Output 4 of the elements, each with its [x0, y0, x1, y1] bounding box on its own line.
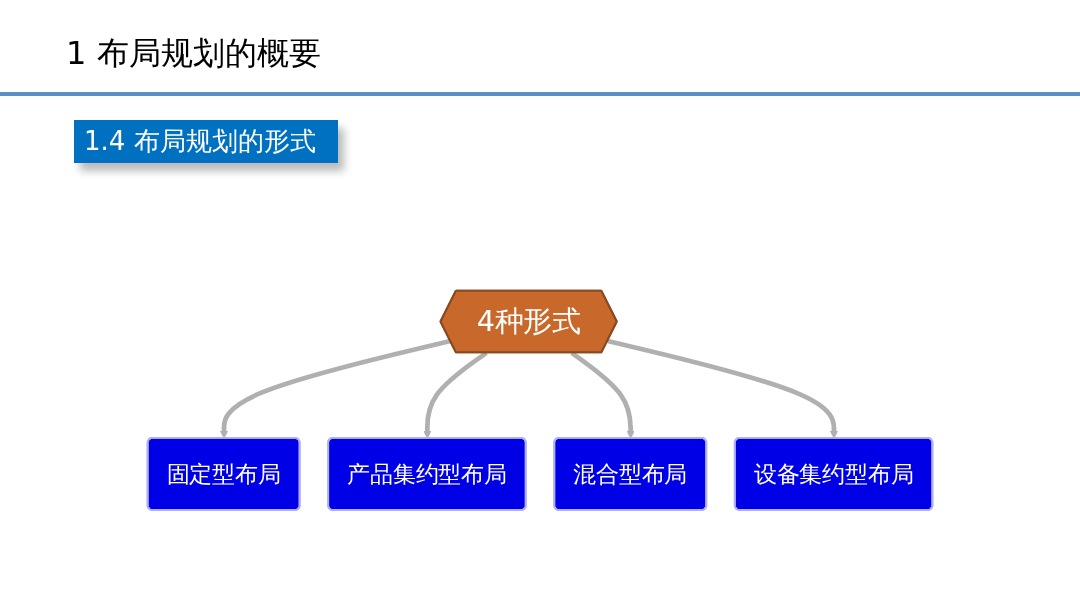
arrow [219, 338, 451, 439]
section-heading: 1.4 布局规划的形式 [74, 120, 338, 163]
slide-title: 1 布局规划的概要 [66, 33, 321, 74]
arrow [607, 338, 839, 439]
